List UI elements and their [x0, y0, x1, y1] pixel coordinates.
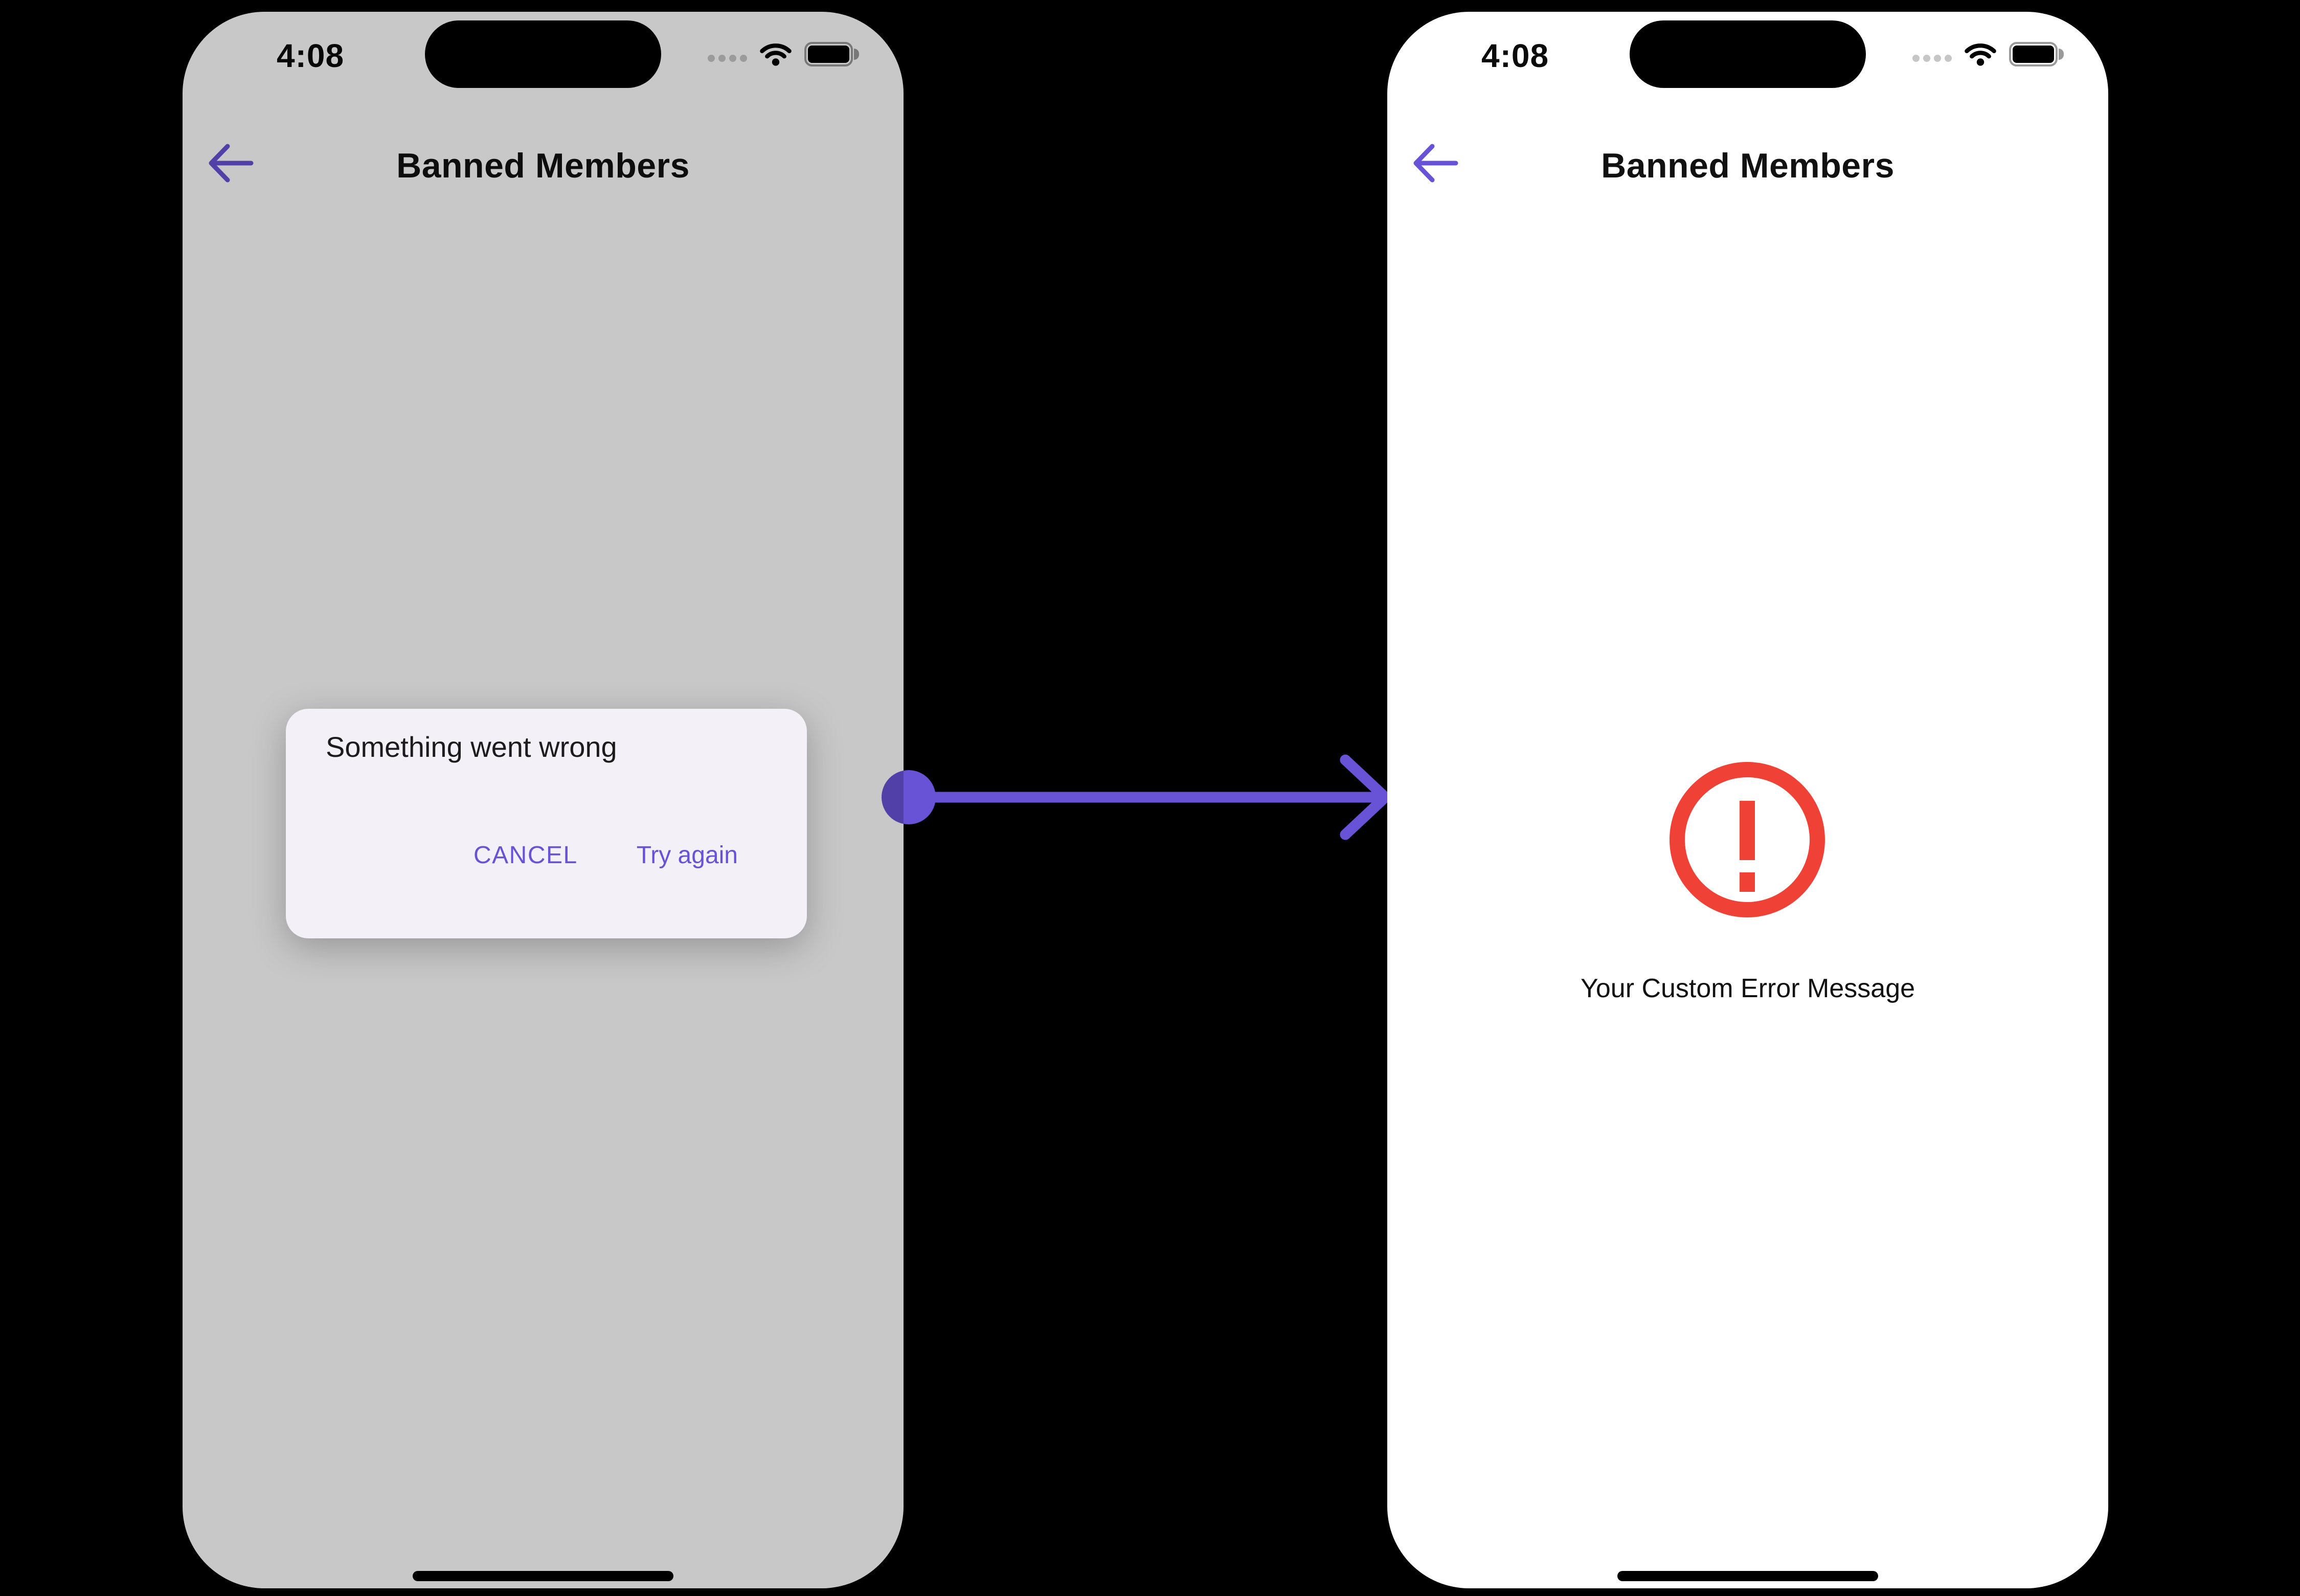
try-again-button[interactable]: Try again	[636, 841, 738, 869]
dynamic-island	[1630, 20, 1866, 88]
cellular-dots-icon	[1912, 55, 1952, 62]
dialog-title: Something went wrong	[326, 731, 617, 763]
dynamic-island	[425, 20, 661, 88]
battery-icon	[2009, 42, 2064, 66]
home-indicator[interactable]	[413, 1571, 673, 1581]
cellular-dots-icon	[708, 55, 747, 62]
dialog-actions: CANCEL Try again	[286, 837, 807, 873]
error-dialog: Something went wrong CANCEL Try again	[286, 709, 807, 938]
home-indicator[interactable]	[1617, 1571, 1878, 1581]
battery-icon	[804, 42, 859, 66]
error-exclamation-circle-icon	[1670, 762, 1825, 917]
cancel-button[interactable]: CANCEL	[473, 841, 578, 869]
back-arrow-icon	[209, 144, 254, 183]
left-phone-screen: 4:08	[183, 12, 904, 1588]
status-icons	[708, 42, 859, 66]
back-button[interactable]	[207, 143, 254, 183]
nav-bar: Banned Members	[183, 12, 904, 227]
right-phone-screen: 4:08	[1387, 12, 2108, 1588]
flow-arrow-connector	[882, 754, 1391, 840]
nav-bar: Banned Members	[1387, 12, 2108, 227]
status-bar: 4:08	[183, 12, 904, 109]
status-time: 4:08	[1481, 37, 1549, 74]
status-icons	[1912, 42, 2064, 66]
page-title: Banned Members	[396, 146, 690, 185]
back-arrow-icon	[1413, 144, 1458, 183]
wifi-icon	[1965, 43, 1996, 66]
wifi-icon	[760, 43, 792, 66]
page-title: Banned Members	[1601, 146, 1895, 185]
status-bar: 4:08	[1387, 12, 2108, 109]
error-message: Your Custom Error Message	[1580, 974, 1915, 1003]
back-button[interactable]	[1412, 143, 1459, 183]
status-time: 4:08	[277, 37, 345, 74]
